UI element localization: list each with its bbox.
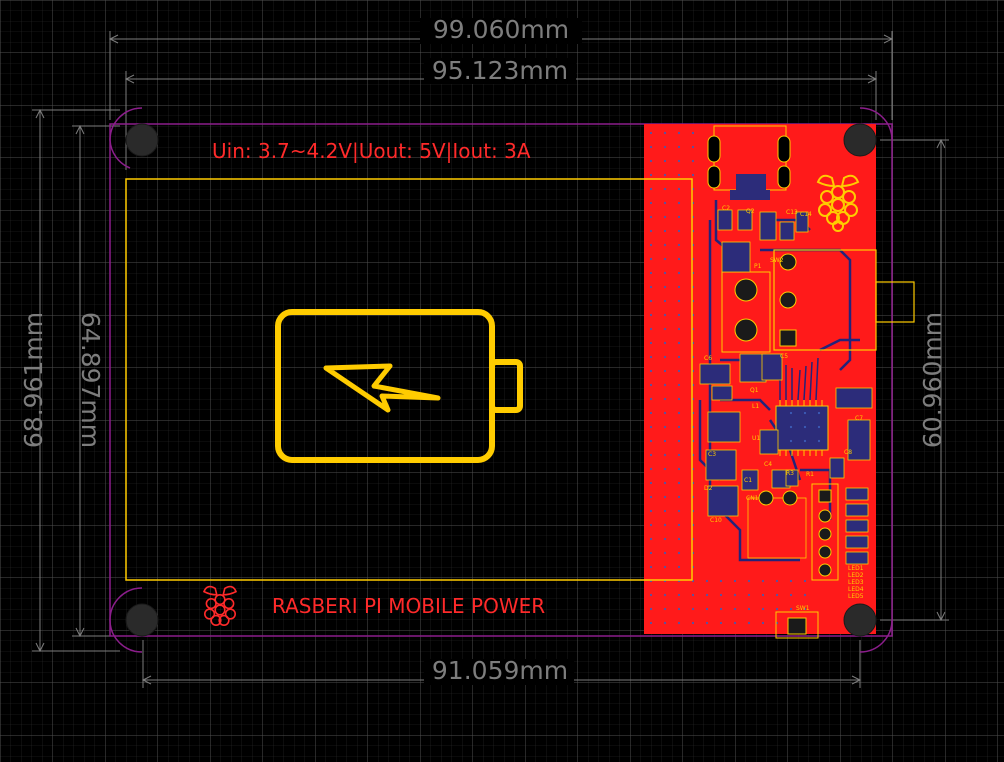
svg-text:R3: R3 — [786, 470, 794, 477]
mounting-holes — [125, 123, 877, 637]
component-layout — [698, 125, 915, 639]
refdes-labels: C2 Q2 C13 C14 SW2 P1 C6 C5 Q1 L1 C7 U1 C… — [704, 205, 864, 612]
svg-text:C8: C8 — [844, 449, 852, 456]
mounting-hole-bottom-left — [125, 603, 159, 637]
svg-text:C13: C13 — [786, 209, 798, 216]
svg-text:LED1: LED1 — [848, 565, 864, 572]
svg-text:LED4: LED4 — [848, 586, 864, 593]
mounting-hole-bottom-right — [843, 603, 877, 637]
mounting-hole-top-right — [843, 123, 877, 157]
svg-text:CN1: CN1 — [746, 495, 759, 502]
svg-text:SW2: SW2 — [770, 257, 784, 264]
svg-text:C5: C5 — [780, 353, 788, 360]
svg-text:D2: D2 — [704, 485, 713, 492]
board-title: RASBERI PI MOBILE POWER — [272, 594, 545, 618]
svg-text:C14: C14 — [800, 211, 812, 218]
dimension-top-inner: 95.123mm — [432, 56, 568, 85]
battery-charging-icon — [275, 309, 523, 463]
battery-silk-outline — [125, 178, 693, 581]
svg-text:C3: C3 — [708, 451, 716, 458]
svg-text:LED3: LED3 — [848, 579, 864, 586]
svg-text:C10: C10 — [710, 517, 722, 524]
mounting-hole-top-left — [125, 123, 159, 157]
svg-text:C1: C1 — [744, 477, 752, 484]
raspberry-pi-logo-icon — [816, 174, 860, 232]
via-array — [648, 130, 698, 626]
mounting-hole-arcs — [109, 107, 893, 653]
svg-text:LED5: LED5 — [848, 593, 864, 600]
svg-text:R1: R1 — [806, 471, 814, 478]
dimension-left-outer: 68.961mm — [19, 312, 48, 448]
svg-text:Q1: Q1 — [750, 387, 759, 394]
svg-text:P1: P1 — [754, 263, 762, 270]
svg-text:LED2: LED2 — [848, 572, 864, 579]
svg-text:U1: U1 — [752, 435, 760, 442]
svg-text:Q2: Q2 — [746, 208, 755, 215]
dimension-right: 60.960mm — [918, 312, 947, 448]
raspberry-pi-logo-icon-bottom — [202, 585, 238, 627]
dimension-bottom: 91.059mm — [432, 656, 568, 685]
spec-label: Uin: 3.7~4.2V|Uout: 5V|Iout: 3A — [212, 139, 531, 163]
svg-text:C4: C4 — [764, 461, 772, 468]
dimension-left-inner: 64.897mm — [76, 312, 105, 448]
svg-text:C2: C2 — [722, 205, 730, 212]
dimension-top-outer: 99.060mm — [433, 15, 569, 44]
svg-text:C7: C7 — [855, 415, 863, 422]
svg-text:SW1: SW1 — [796, 605, 810, 612]
board-outline — [109, 123, 893, 637]
svg-text:C6: C6 — [704, 355, 712, 362]
svg-text:L1: L1 — [752, 403, 759, 410]
